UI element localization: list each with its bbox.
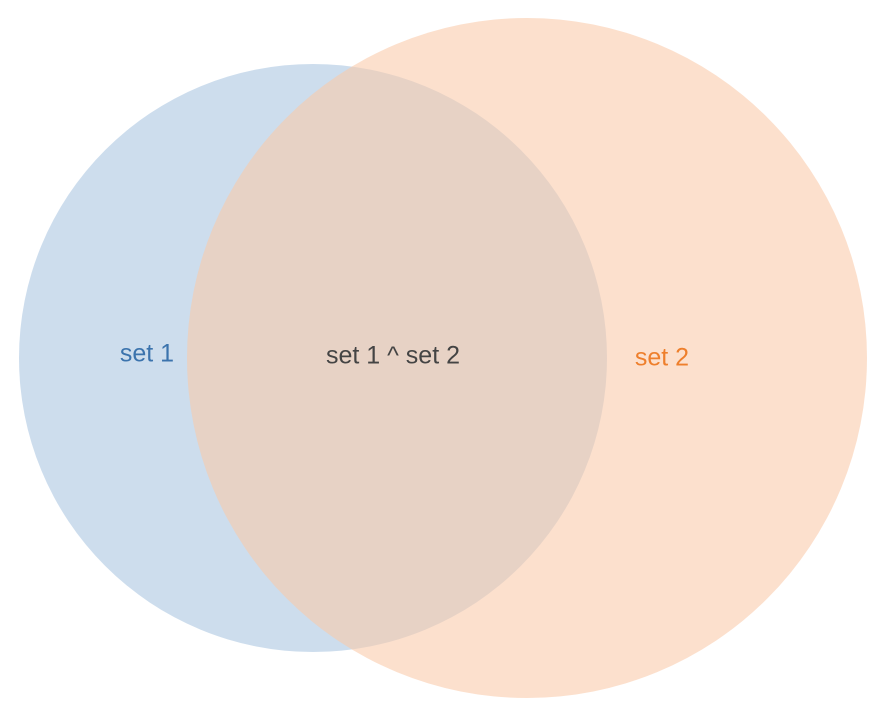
set-1-label: set 1 [120,340,174,368]
set-2-circle [187,18,867,698]
intersection-label: set 1 ^ set 2 [326,342,460,370]
set-2-label: set 2 [635,344,689,372]
